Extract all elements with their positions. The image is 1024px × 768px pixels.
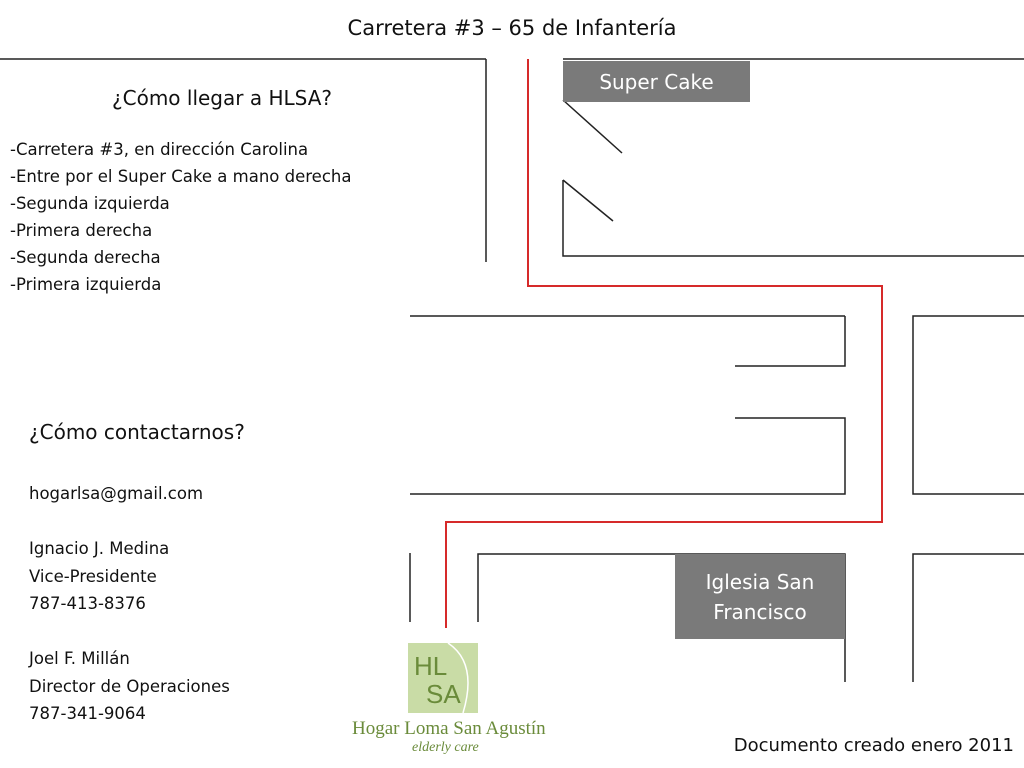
super-cake-text: Super Cake — [599, 69, 714, 94]
direction-step: -Entre por el Super Cake a mano derecha — [10, 167, 352, 186]
logo-mark-line1: HL — [414, 651, 448, 681]
direction-step: -Segunda izquierda — [10, 194, 170, 213]
contact-name: Joel F. Millán — [29, 649, 130, 668]
iglesia-text-line1: Iglesia San — [705, 569, 815, 594]
block-right-2 — [912, 553, 1024, 682]
contact-title: Director de Operaciones — [29, 676, 230, 696]
block-lower — [477, 553, 846, 682]
directions-list: -Carretera #3, en dirección Carolina -En… — [10, 136, 351, 298]
contact-title: Vice-Presidente — [29, 566, 157, 586]
footer-note: Documento creado enero 2011 — [733, 735, 1014, 756]
direction-step: -Segunda derecha — [10, 248, 161, 267]
contact-email[interactable]: hogarlsa@gmail.com — [29, 484, 204, 503]
logo-mark-line2: SA — [426, 679, 461, 709]
direction-step: -Primera izquierda — [10, 275, 162, 294]
super-cake-block — [562, 180, 1024, 257]
block-notch-1 — [735, 316, 846, 367]
contact-heading: ¿Cómo contactarnos? — [29, 420, 245, 444]
contact-phone: 787-413-8376 — [29, 594, 146, 613]
diagonal-entry-1 — [562, 99, 623, 154]
directions-heading: ¿Cómo llegar a HLSA? — [112, 86, 332, 110]
road-title: Carretera #3 – 65 de Infantería — [347, 16, 677, 40]
direction-step: -Primera derecha — [10, 221, 153, 240]
direction-step: -Carretera #3, en dirección Carolina — [10, 140, 309, 159]
logo-tagline: elderly care — [412, 740, 479, 755]
super-cake-label: Super Cake — [563, 61, 750, 102]
iglesia-text-line2: Francisco — [713, 599, 807, 624]
block-notch-2 — [410, 417, 846, 495]
hlsa-logo-mark: HL SA — [408, 643, 478, 713]
logo-arc-icon — [447, 643, 469, 713]
contact-info: hogarlsa@gmail.com Ignacio J. Medina Vic… — [29, 480, 230, 728]
street-lines — [0, 58, 1024, 682]
iglesia-label: Iglesia San Francisco — [675, 554, 845, 639]
route-line — [445, 59, 883, 628]
logo-name: Hogar Loma San Agustín — [352, 718, 546, 739]
block-right-1 — [912, 315, 1024, 495]
contact-phone: 787-341-9064 — [29, 704, 146, 723]
diagonal-entry-2 — [562, 179, 614, 222]
contact-name: Ignacio J. Medina — [29, 539, 170, 558]
